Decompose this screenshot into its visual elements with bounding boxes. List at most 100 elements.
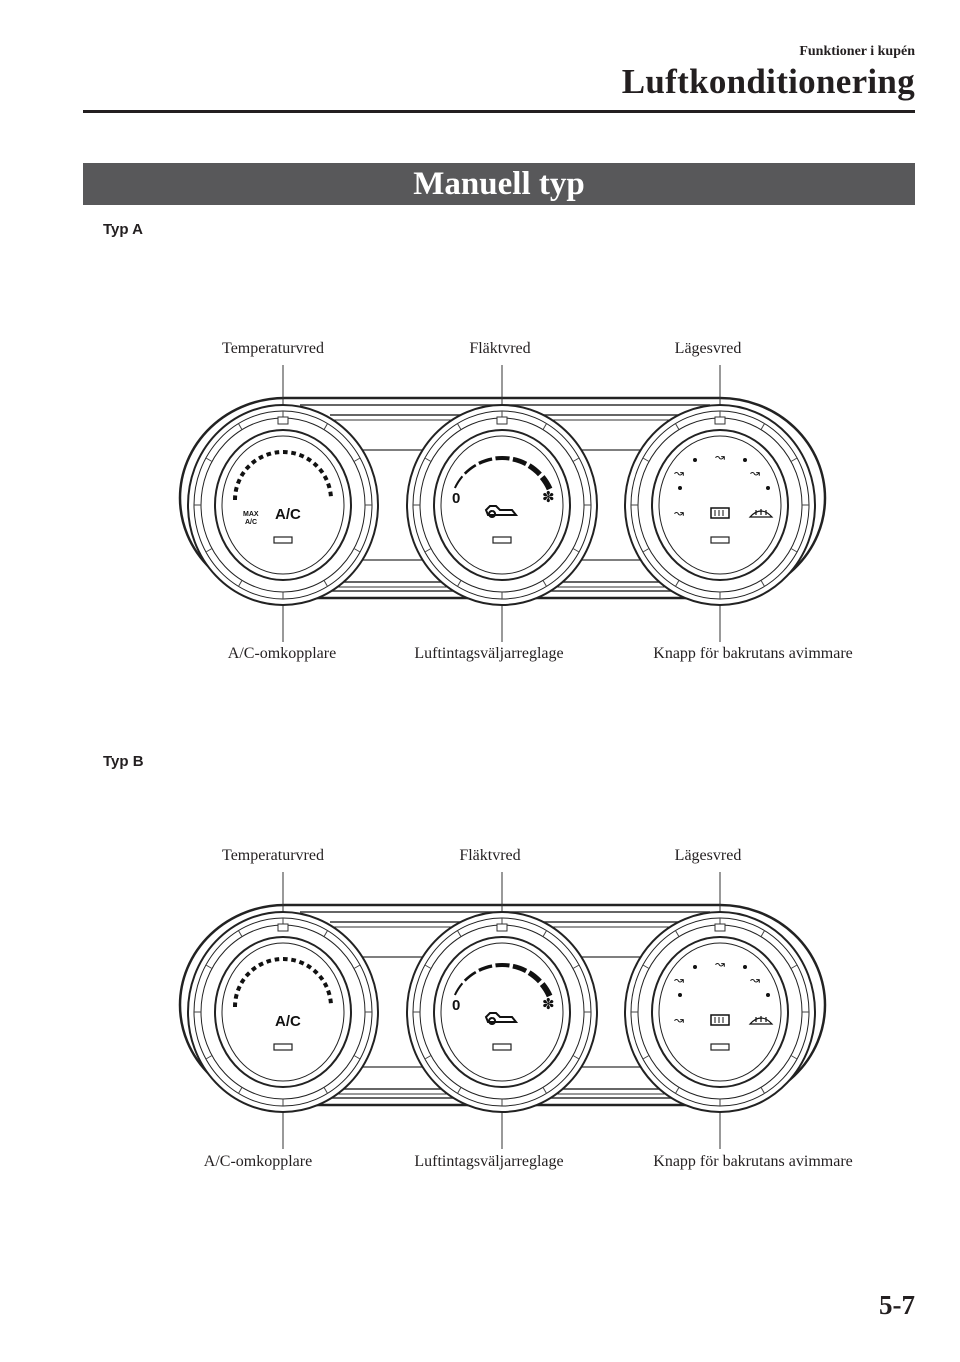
temperature-dial[interactable] xyxy=(187,911,379,1113)
section-banner: Manuell typ xyxy=(83,163,915,205)
vent-floor-icon: ↝ xyxy=(674,506,684,520)
scale-mark xyxy=(453,982,464,996)
scale-mark xyxy=(512,456,528,467)
scale-mark xyxy=(298,453,305,459)
scale-mark xyxy=(322,475,329,481)
scale-mark xyxy=(258,961,264,968)
vent-face-icon: ↝ xyxy=(715,450,725,464)
scale-mark xyxy=(527,463,542,477)
mode-dial[interactable] xyxy=(624,404,816,606)
fan-dial[interactable] xyxy=(406,911,598,1113)
label-mode-dial: Lägesvred xyxy=(674,340,742,357)
label-temperature-dial: Temperaturvred xyxy=(222,340,324,357)
label-ac-switch: A/C-omkopplare xyxy=(227,645,337,662)
vent-floor-defrost-icon: ↝ xyxy=(750,466,760,480)
scale-mark xyxy=(527,970,542,984)
label-air-intake-selector: Luftintagsväljarreglage xyxy=(414,645,564,662)
scale-mark xyxy=(290,450,297,456)
recirculation-car-icon xyxy=(484,1012,519,1025)
rear-defroster-icon[interactable] xyxy=(710,507,730,519)
scale-mark xyxy=(512,963,528,974)
scale-mark xyxy=(478,457,493,465)
scale-mark xyxy=(290,957,297,963)
section-title: Funktioner i kupén xyxy=(799,44,915,59)
header-rule xyxy=(83,110,915,113)
scale-mark xyxy=(318,974,325,981)
temperature-dial[interactable] xyxy=(187,404,379,606)
scale-mark xyxy=(305,963,313,970)
scale-mark xyxy=(236,985,242,992)
scale-mark xyxy=(265,958,272,964)
mode-dial[interactable] xyxy=(624,911,816,1113)
mode-dot xyxy=(693,458,697,462)
mode-dot xyxy=(743,458,747,462)
vent-floor-icon: ↝ xyxy=(674,1013,684,1027)
scale-mark xyxy=(239,470,246,478)
fan-off-label: 0 xyxy=(452,490,460,507)
scale-mark xyxy=(244,464,251,471)
indicator-light xyxy=(492,1043,512,1051)
scale-mark xyxy=(239,977,246,985)
vent-floor-defrost-icon: ↝ xyxy=(750,973,760,987)
indicator-light xyxy=(492,536,512,544)
fan-icon: ✽ xyxy=(542,490,555,506)
fan-off-label: 0 xyxy=(452,997,460,1014)
scale-mark xyxy=(236,478,242,485)
scale-mark xyxy=(495,962,510,968)
vent-bilevel-icon: ↝ xyxy=(674,466,684,480)
scale-mark xyxy=(274,957,280,962)
scale-mark xyxy=(453,475,464,489)
scale-mark xyxy=(328,491,333,497)
chapter-title: Luftkonditionering xyxy=(621,62,915,101)
scale-mark xyxy=(318,467,325,474)
windshield-defrost-icon xyxy=(748,1016,774,1025)
type-a-heading: Typ A xyxy=(103,221,143,238)
scale-mark xyxy=(326,482,332,489)
label-rear-defroster-button: Knapp för bakrutans avimmare xyxy=(653,645,853,662)
scale-mark xyxy=(328,998,333,1004)
climate-panel-diagram-b: A/C0✽↝↝↝↝ xyxy=(178,872,827,1149)
label-rear-defroster-button: Knapp för bakrutans avimmare xyxy=(653,1153,853,1170)
scale-mark xyxy=(312,968,319,975)
fan-icon: ✽ xyxy=(542,997,555,1013)
mode-dot xyxy=(678,993,682,997)
scale-mark xyxy=(258,454,264,461)
scale-mark xyxy=(250,965,257,972)
indicator-light xyxy=(710,536,730,544)
scale-mark xyxy=(463,463,477,475)
scale-mark xyxy=(244,971,251,978)
label-air-intake-selector: Luftintagsväljarreglage xyxy=(414,1153,564,1170)
mode-dot xyxy=(743,965,747,969)
label-temperature-dial: Temperaturvred xyxy=(222,847,324,864)
ac-label: A/C xyxy=(275,506,301,523)
max-ac-label: MAX xyxy=(243,511,259,518)
rear-defroster-icon[interactable] xyxy=(710,1014,730,1026)
scale-mark xyxy=(305,456,313,463)
label-fan-dial: Fläktvred xyxy=(459,847,521,864)
scale-mark xyxy=(326,989,332,996)
mode-dot xyxy=(766,486,770,490)
mode-dot xyxy=(766,993,770,997)
scale-mark xyxy=(539,475,553,491)
indicator-light xyxy=(273,536,293,544)
scale-mark xyxy=(233,993,239,1000)
max-ac-label: A/C xyxy=(245,519,257,526)
indicator-light xyxy=(273,1043,293,1051)
vent-bilevel-icon: ↝ xyxy=(674,973,684,987)
label-ac-switch: A/C-omkopplare xyxy=(203,1153,313,1170)
scale-mark xyxy=(250,458,257,465)
label-fan-dial: Fläktvred xyxy=(469,340,531,357)
scale-mark xyxy=(233,486,239,493)
scale-mark xyxy=(463,970,477,982)
scale-mark xyxy=(478,964,493,972)
scale-mark xyxy=(274,450,280,455)
fan-dial[interactable] xyxy=(406,404,598,606)
scale-mark xyxy=(322,982,329,988)
scale-mark xyxy=(539,982,553,998)
ac-label: A/C xyxy=(275,1013,301,1030)
mode-dot xyxy=(678,486,682,490)
scale-mark xyxy=(265,451,272,457)
mode-dot xyxy=(693,965,697,969)
type-b-heading: Typ B xyxy=(103,753,144,770)
